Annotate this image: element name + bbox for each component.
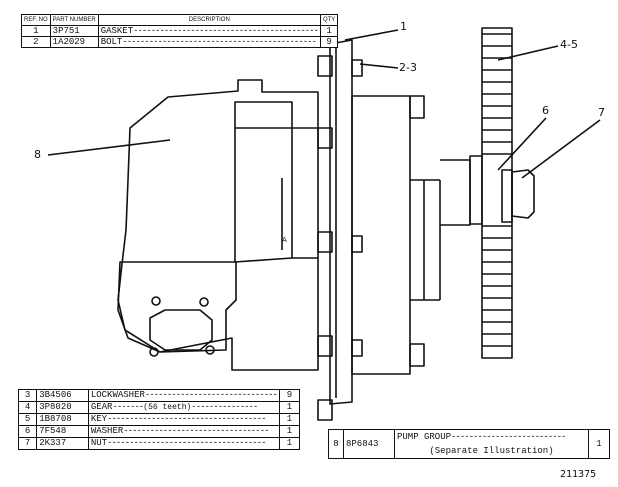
header-qty: QTY: [319, 14, 339, 26]
table-row: 3 3B4506 LOCKWASHER---------------------…: [17, 389, 301, 402]
description-text: GEAR: [90, 402, 113, 412]
ref-cell: 1: [21, 25, 51, 37]
part-number-cell: 2K337: [36, 437, 89, 450]
callout-1: 1: [400, 20, 407, 33]
part-number-cell: 3P8020: [36, 401, 89, 414]
description-cell: KEY------------------------------------: [87, 413, 280, 426]
mounting-flange: [117, 261, 237, 353]
callout-a: A: [282, 236, 287, 244]
qty-cell: 1: [278, 401, 301, 414]
table-row: 6 7F548 WASHER--------------------------…: [17, 425, 301, 438]
qty-cell: 1: [278, 413, 301, 426]
qty-cell: 1: [319, 25, 339, 37]
ref-cell: 8: [328, 429, 344, 459]
description-text: PUMP GROUP: [397, 432, 452, 442]
qty-cell: 1: [278, 437, 301, 450]
description-text: BOLT: [100, 37, 123, 47]
description-text: KEY: [90, 414, 108, 424]
header-ref: REF. NO: [21, 14, 51, 26]
qty-cell: 9: [278, 389, 301, 402]
callout-2-3: 2-3: [399, 61, 417, 74]
part-number-cell: 3P751: [49, 25, 99, 37]
table-row: 2 1A2029 BOLT---------------------------…: [21, 36, 339, 48]
callout-7: 7: [598, 106, 605, 119]
description-cell: BOLT------------------------------------…: [97, 36, 321, 48]
part-number-cell: 3B4506: [36, 389, 89, 402]
table-row: 5 1B8708 KEY----------------------------…: [17, 413, 301, 426]
port-opening: [149, 309, 213, 351]
leader-dashes: --------------------------: [451, 432, 566, 442]
description-cell: WASHER---------------------------------: [87, 425, 280, 438]
description-text: NUT: [90, 438, 108, 448]
leader-dashes: -------: [112, 402, 144, 412]
description-note: (Separate Illustration): [429, 446, 554, 456]
description-cell: GASKET----------------------------------…: [97, 25, 321, 37]
qty-cell: 9: [319, 36, 339, 48]
parts-table-top: REF. NO PART NUMBER DESCRIPTION QTY 1 3P…: [21, 14, 339, 48]
leader-dashes: ----------------------------------------…: [133, 26, 319, 36]
table-row: 8 8P6843 PUMP GROUP---------------------…: [328, 429, 610, 459]
description-text: WASHER: [90, 426, 124, 436]
qty-cell: 1: [588, 429, 610, 459]
header-part-number: PART NUMBER: [49, 14, 99, 26]
drive-gear: [481, 27, 513, 359]
table-header-row: REF. NO PART NUMBER DESCRIPTION QTY: [21, 14, 339, 26]
drawing-number: 211375: [560, 469, 597, 480]
description-cell: GEAR-------(56 teeth)---------------: [87, 401, 280, 414]
gear-teeth: [482, 33, 512, 347]
shaft: [440, 159, 471, 226]
part-number-cell: 1B8708: [36, 413, 89, 426]
header-description: DESCRIPTION: [97, 14, 321, 26]
description-note: (56 teeth): [143, 403, 192, 412]
leader-dashes: ---------------------------------: [123, 426, 269, 436]
leader-dashes: ----------------------------------------…: [122, 37, 317, 47]
ref-cell: 5: [17, 413, 38, 426]
washer: [501, 169, 513, 223]
ref-cell: 7: [17, 437, 38, 450]
description-cell: PUMP GROUP--------------------------: [394, 429, 589, 444]
leader-dashes: ---------------: [191, 402, 258, 412]
table-row: (Separate Illustration): [329, 444, 610, 459]
parts-table-pump-group: 8 8P6843 PUMP GROUP---------------------…: [328, 429, 610, 459]
description-text: GASKET: [100, 26, 134, 36]
rear-cover: [351, 95, 411, 375]
part-number-cell: 8P6843: [343, 429, 395, 459]
nut: [511, 169, 535, 219]
leader-dashes: ------------------------------: [144, 390, 278, 400]
part-number-cell: 7F548: [36, 425, 89, 438]
parts-table-bottom: 3 3B4506 LOCKWASHER---------------------…: [17, 389, 301, 450]
ref-cell: 6: [17, 425, 38, 438]
callout-4-5: 4-5: [560, 38, 578, 51]
part-number-cell: 1A2029: [49, 36, 99, 48]
description-note-cell: (Separate Illustration): [394, 444, 589, 459]
callout-8: 8: [34, 148, 41, 161]
table-row: 4 3P8020 GEAR-------(56 teeth)----------…: [17, 401, 301, 414]
callout-6: 6: [542, 104, 549, 117]
pump-housing: [117, 79, 319, 371]
qty-cell: 1: [278, 425, 301, 438]
ref-cell: 4: [17, 401, 38, 414]
description-cell: LOCKWASHER------------------------------: [87, 389, 280, 402]
ref-cell: 3: [17, 389, 38, 402]
table-row: 7 2K337 NUT-----------------------------…: [17, 437, 301, 450]
ref-cell: 2: [21, 36, 51, 48]
description-cell: NUT------------------------------------: [87, 437, 280, 450]
table-row: 1 3P751 GASKET--------------------------…: [21, 25, 339, 37]
gasket-plate: [329, 39, 353, 405]
leader-dashes: ------------------------------------: [107, 414, 266, 424]
leader-dashes: ------------------------------------: [107, 438, 266, 448]
description-text: LOCKWASHER: [90, 390, 145, 400]
